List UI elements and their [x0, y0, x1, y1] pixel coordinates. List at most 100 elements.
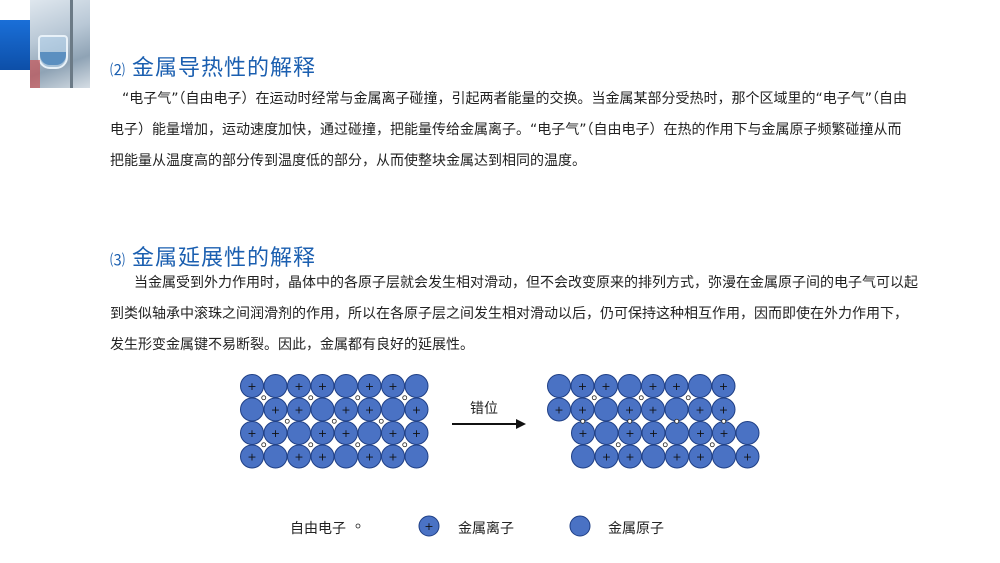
metal-ion [310, 444, 335, 469]
free-electron [580, 418, 586, 424]
ion-plus-sign: + [388, 451, 397, 464]
ion-plus-sign: + [696, 451, 705, 464]
free-electron [355, 395, 361, 401]
ion-plus-sign: + [625, 451, 634, 464]
ion-plus-sign: + [365, 380, 374, 393]
ion-plus-sign: + [648, 380, 657, 393]
metal-ion [240, 374, 264, 398]
metal-atom [571, 444, 595, 469]
metal-ion [310, 421, 335, 445]
ion-plus-sign: + [318, 380, 327, 393]
metal-ion [404, 421, 429, 445]
metal-ion [547, 397, 571, 422]
metal-atom [287, 421, 311, 445]
free-electron [721, 418, 727, 424]
metal-ion [617, 397, 642, 422]
ion-plus-sign: + [247, 427, 256, 440]
photo-tube [30, 60, 40, 88]
metal-ion [664, 374, 689, 398]
ion-plus-sign: + [695, 404, 704, 417]
metal-ion [404, 397, 429, 422]
ion-plus-sign: + [294, 380, 303, 393]
free-electron [638, 395, 644, 401]
metal-atom [263, 374, 288, 398]
heading-number: ⑵ [110, 61, 127, 80]
metal-atom [334, 374, 358, 398]
metal-ion [688, 397, 712, 422]
metal-ion [571, 421, 595, 445]
metal-atom [594, 421, 619, 445]
ion-plus-sign: + [578, 404, 587, 417]
metal-ion [665, 444, 689, 469]
metal-ion [334, 397, 358, 422]
metal-ion [641, 421, 666, 445]
metal-ion [263, 397, 288, 422]
metal-atom [381, 397, 405, 422]
metal-atom [547, 374, 571, 398]
ion-plus-sign: + [318, 451, 327, 464]
metal-atom [357, 421, 382, 445]
metal-atom [404, 374, 429, 398]
metal-ion [287, 397, 311, 422]
ion-plus-sign: + [601, 380, 610, 393]
metal-atom [310, 397, 335, 422]
photo-stand [70, 0, 73, 88]
free-electron [378, 418, 384, 424]
ion-plus-sign: + [294, 404, 303, 417]
ion-plus-sign: + [554, 404, 563, 417]
ion-plus-sign: + [318, 427, 327, 440]
metal-ion [711, 374, 736, 398]
ion-plus-sign: + [247, 380, 256, 393]
free-electron [627, 418, 633, 424]
heading-ductility: ⑶金属延展性的解释 [110, 245, 330, 274]
free-electron [308, 395, 314, 401]
metal-ion [287, 444, 311, 469]
free-electron [402, 395, 408, 401]
free-electron [355, 442, 361, 448]
metal-ion [618, 421, 642, 445]
original-lattice: +++++++++++++++++++++ [240, 374, 429, 469]
ion-plus-sign: + [625, 427, 634, 440]
photo-liquid [40, 52, 66, 65]
ion-plus-sign: + [696, 427, 705, 440]
free-electron [261, 442, 267, 448]
metal-ion [641, 397, 665, 422]
metal-ion [240, 421, 264, 445]
ion-plus-sign: + [578, 427, 587, 440]
metal-atom [334, 444, 358, 469]
metal-atom [712, 444, 736, 469]
metal-atom [569, 515, 591, 537]
metal-atom [664, 397, 689, 422]
metal-ion [381, 421, 405, 445]
heading-number: ⑶ [110, 251, 127, 270]
heading-title: 金属导热性的解释 [132, 56, 317, 82]
ion-plus-sign: + [672, 451, 681, 464]
ion-plus-sign: + [412, 427, 421, 440]
metal-ion [735, 444, 760, 469]
free-electron [615, 442, 621, 448]
metal-ion [570, 374, 595, 398]
ion-plus-sign: + [625, 404, 634, 417]
legend-free-electron-label: 自由电子 [290, 521, 346, 537]
free-electron [355, 523, 361, 529]
ion-plus-sign: + [719, 404, 728, 417]
ion-plus-sign: + [602, 451, 611, 464]
free-electron [284, 418, 290, 424]
metal-ion [688, 421, 713, 445]
shift-label: 错位 [470, 401, 498, 417]
paragraph-ductility: 当金属受到外力作用时，晶体中的各原子层就会发生相对滑动，但不会改变原来的排列方式… [110, 275, 918, 353]
free-electron [709, 442, 715, 448]
metal-atom [240, 397, 264, 422]
ion-plus-sign: + [341, 404, 350, 417]
metal-ion [381, 374, 405, 398]
metal-ion [712, 421, 736, 445]
free-electron [662, 442, 668, 448]
metal-atom [641, 444, 666, 469]
ion-plus-sign: + [365, 451, 374, 464]
ion-plus-sign: + [271, 404, 280, 417]
ion-plus-sign: + [578, 380, 587, 393]
ion-plus-sign: + [365, 404, 374, 417]
ion-plus-sign: + [388, 380, 397, 393]
free-electron [331, 418, 337, 424]
free-electron [591, 395, 597, 401]
